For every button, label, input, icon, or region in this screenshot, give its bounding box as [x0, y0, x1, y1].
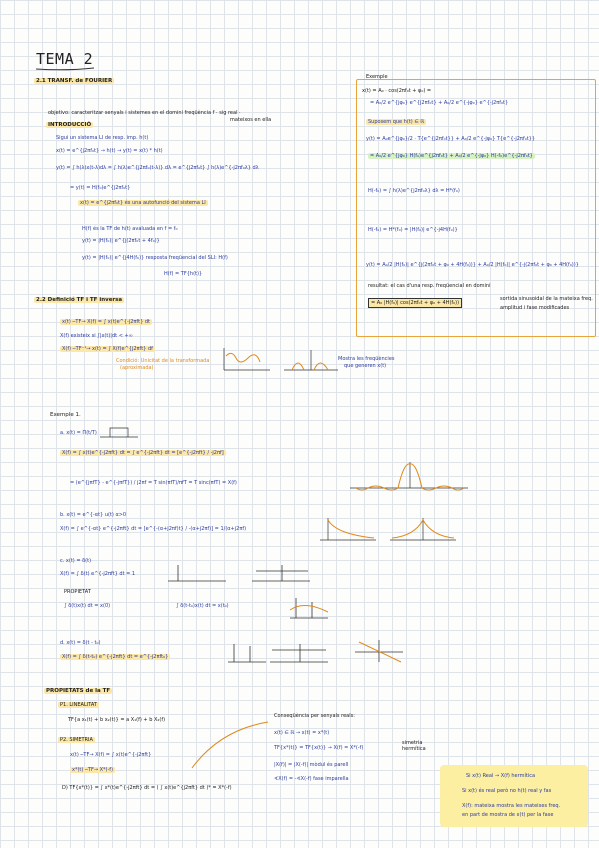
- consequence-2: TF{x*(t)} = TF{x(t)} → X(f) = X*(-f): [274, 745, 364, 751]
- example-box: [356, 79, 596, 337]
- section-2-2: 2.2 Definició TF i TF inversa: [34, 297, 125, 303]
- delta-plot: [168, 565, 226, 582]
- note-line-4: en part de mostra de x(t) per la fase: [462, 812, 554, 818]
- existence-condition: X(f) existeix si ∫|x(t)|dt < +∞: [60, 333, 133, 339]
- consequence-heading: Conseqüència per senyals reals:: [274, 713, 355, 719]
- linear-phase-plot: [355, 640, 403, 663]
- title-underline: [35, 67, 95, 71]
- ex-line-7: H(-f₀) = H*(f₀) = |H(f₀)| e^{-j4H(f₀)}: [368, 227, 458, 233]
- note-line-1: Si x(t) Real → X(f) hermítica: [466, 773, 536, 779]
- example-d-transform: X(f) = ∫ δ(t-t₀) e^{-j2πft} dt = e^{-j2π…: [60, 654, 171, 660]
- note-line-2: Si x(t) és real però no h(t) real y fas: [462, 788, 552, 794]
- definition-tf: x(t) ─TF→ X(f) = ∫ x(t)e^{-j2πft} dt: [60, 319, 152, 325]
- autofunction-line: x(t) = e^{j2πf₀t} és una autofunció del …: [78, 200, 208, 206]
- ex-line-4: y(t) = A₀e^{jφ₀}/2 · T{e^{j2πf₀t}} + A₀/…: [366, 136, 536, 142]
- consequence-1: x(t) ∈ ℝ → x(t) = x*(t): [274, 730, 330, 736]
- note-line-3: X(f): mateixa mostra les mateixes freq.: [462, 803, 561, 809]
- intro-line-3: y(t) = ∫ h(λ)x(t-λ)dλ = ∫ h(λ)e^{j2πf₀(t…: [56, 165, 259, 171]
- example-box-heading: Exemple: [366, 74, 388, 80]
- example-c-transform: X(f) = ∫ δ(t) e^{-j2πft} dt = 1: [60, 571, 136, 577]
- intro-line-5: H(f) és la TF de h(t) avaluada en f = f₀: [82, 226, 178, 232]
- introduction-heading: INTRODUCCIÓ: [46, 122, 94, 128]
- intro-line-6: y(t) = |H(f₀)| e^{j(2πf₀t + 4f₀)}: [82, 238, 160, 244]
- intro-line-2: x(t) = e^{j2πf₀t} → h(t) → y(t) = x(t) *…: [56, 148, 163, 154]
- uniqueness-note-2: (aproximada): [120, 365, 154, 371]
- example-a-result: = (e^{jπfT} - e^{-jπfT}) / j2πf = T sin(…: [70, 480, 237, 486]
- magnitude-one-plot: [270, 644, 328, 663]
- example-b: b. x(t) = e^{-αt} u(t) α>0: [60, 512, 127, 518]
- spectrum-note-2: que generen x(t): [344, 363, 387, 369]
- spectrum-note-1: Mostra les freqüències: [338, 356, 395, 362]
- delta-property-1: ∫ δ(t)x(t) dt = x(0): [64, 603, 111, 609]
- properties-heading: PROPIETATS de la TF: [44, 688, 113, 694]
- consequence-4: ∢X(f) = -∢X(-f) fase imparella: [274, 776, 349, 782]
- spectrum-sketch: [284, 350, 338, 371]
- example-c: c. x(t) = δ(t): [60, 558, 92, 564]
- p1-formula: TF{a x₁(t) + b x₂(t)} = a X₁(f) + b X₂(f…: [68, 717, 166, 723]
- shifted-delta-plot: [289, 598, 329, 619]
- intro-line-1: Sigui un sistema LI de resp. imp. h(t): [56, 135, 149, 141]
- time-signal-sketch: [223, 348, 270, 371]
- exp-decay-plot: [320, 518, 376, 541]
- p2-heading: P2. SIMETRIA: [58, 737, 95, 743]
- rect-pulse-sketch: [100, 427, 138, 438]
- ex-conclusion-2: amplitud i fase modificades: [500, 305, 570, 311]
- property-label: PROPIETAT: [64, 589, 91, 595]
- intro-line-8: H(f) = TF{h(t)}: [164, 271, 203, 277]
- objective-line: objetivo: caracteritzar senyals i sistem…: [48, 110, 241, 116]
- ex-line-2: = A₀/2 e^{jφ₀} e^{j2πf₀t} + A₀/2 e^{-jφ₀…: [370, 100, 509, 106]
- section-2-1: 2.1 TRANSF. de FOURIER: [34, 78, 115, 84]
- ex-line-5: = A₀/2 e^{jφ₀} H(f₀)e^{j2πf₀t} + A₀/2 e^…: [368, 153, 535, 159]
- ex-result-box: = A₀ |H(f₀)| cos(2πf₀t + φ₀ + 4H(f₀)): [368, 298, 463, 308]
- ex-conclusion-1: sortida sinusoidal de la mateixa freq.: [500, 296, 593, 302]
- delta-property-2: ∫ δ(t-t₀)x(t) dt = x(t₀): [176, 603, 229, 609]
- p2-line-1: x(t) ─TF→ X(f) = ∫ x(t)e^{-j2πft}: [70, 752, 152, 758]
- shifted-delta-time: [228, 644, 266, 663]
- p1-heading: P1. LINEALITAT: [58, 702, 99, 708]
- definition-inverse: X(f) ─TF⁻¹→ x(t) = ∫ X(f)e^{j2πft} df: [60, 346, 155, 352]
- hermitian-label: simetria hermítica: [402, 740, 426, 752]
- example-b-transform: X(f) = ∫ e^{-αt} e^{-j2πft} dt = [e^{-(α…: [60, 526, 247, 532]
- consequence-3: |X(f)| = |X(-f)| mòdul és parell: [274, 762, 349, 768]
- lorentz-plot: [390, 518, 456, 541]
- ex-line-1: x(t) = A₀ · cos(2πf₀t + φ₀) =: [362, 88, 432, 94]
- summary-sticky-note: [440, 765, 588, 827]
- flat-spectrum-plot: [252, 565, 310, 582]
- example-d: d. x(t) = δ(t - t₀): [60, 640, 101, 646]
- consequence-arrow: [191, 721, 269, 769]
- example-a-transform: X(f) = ∫ x(t)e^{-j2πft} dt = ∫ e^{-j2πft…: [60, 450, 226, 456]
- example-1-heading: Exemple 1.: [50, 412, 81, 418]
- sinc-plot: [350, 462, 468, 491]
- p2-demo: D) TF{x*(t)} = ∫ x*(t)e^{-j2πft} dt = ( …: [62, 785, 232, 791]
- ex-line-8: y(t) = A₀/2 |H(f₀)| e^{j(2πf₀t + φ₀ + 4H…: [366, 262, 579, 268]
- ex-line-6: H(-f₀) = ∫ h(λ)e^{j2πf₀λ} dλ = H*(f₀): [368, 188, 460, 194]
- ex-line-3: Suposem que h(t) ∈ ℝ: [366, 119, 427, 125]
- intro-line-4: = y(t) = H(f₀)e^{j2πf₀t}: [70, 185, 131, 191]
- objective-line-2: mateixos en ella: [230, 117, 272, 123]
- example-a: a. x(t) = Π(t/T): [60, 430, 97, 436]
- intro-line-7: y(t) = |H(f₀)| e^{j4H(f₀)} resposta freq…: [82, 255, 228, 261]
- p2-line-2: x*(t) ─TF→ X*(-f): [70, 767, 116, 773]
- page-title: TEMA 2: [36, 50, 94, 68]
- uniqueness-note: Condició: Unicitat de la transformada: [116, 358, 210, 364]
- ex-line-9: resultat: el cas d'una resp. freqüencial…: [368, 283, 491, 289]
